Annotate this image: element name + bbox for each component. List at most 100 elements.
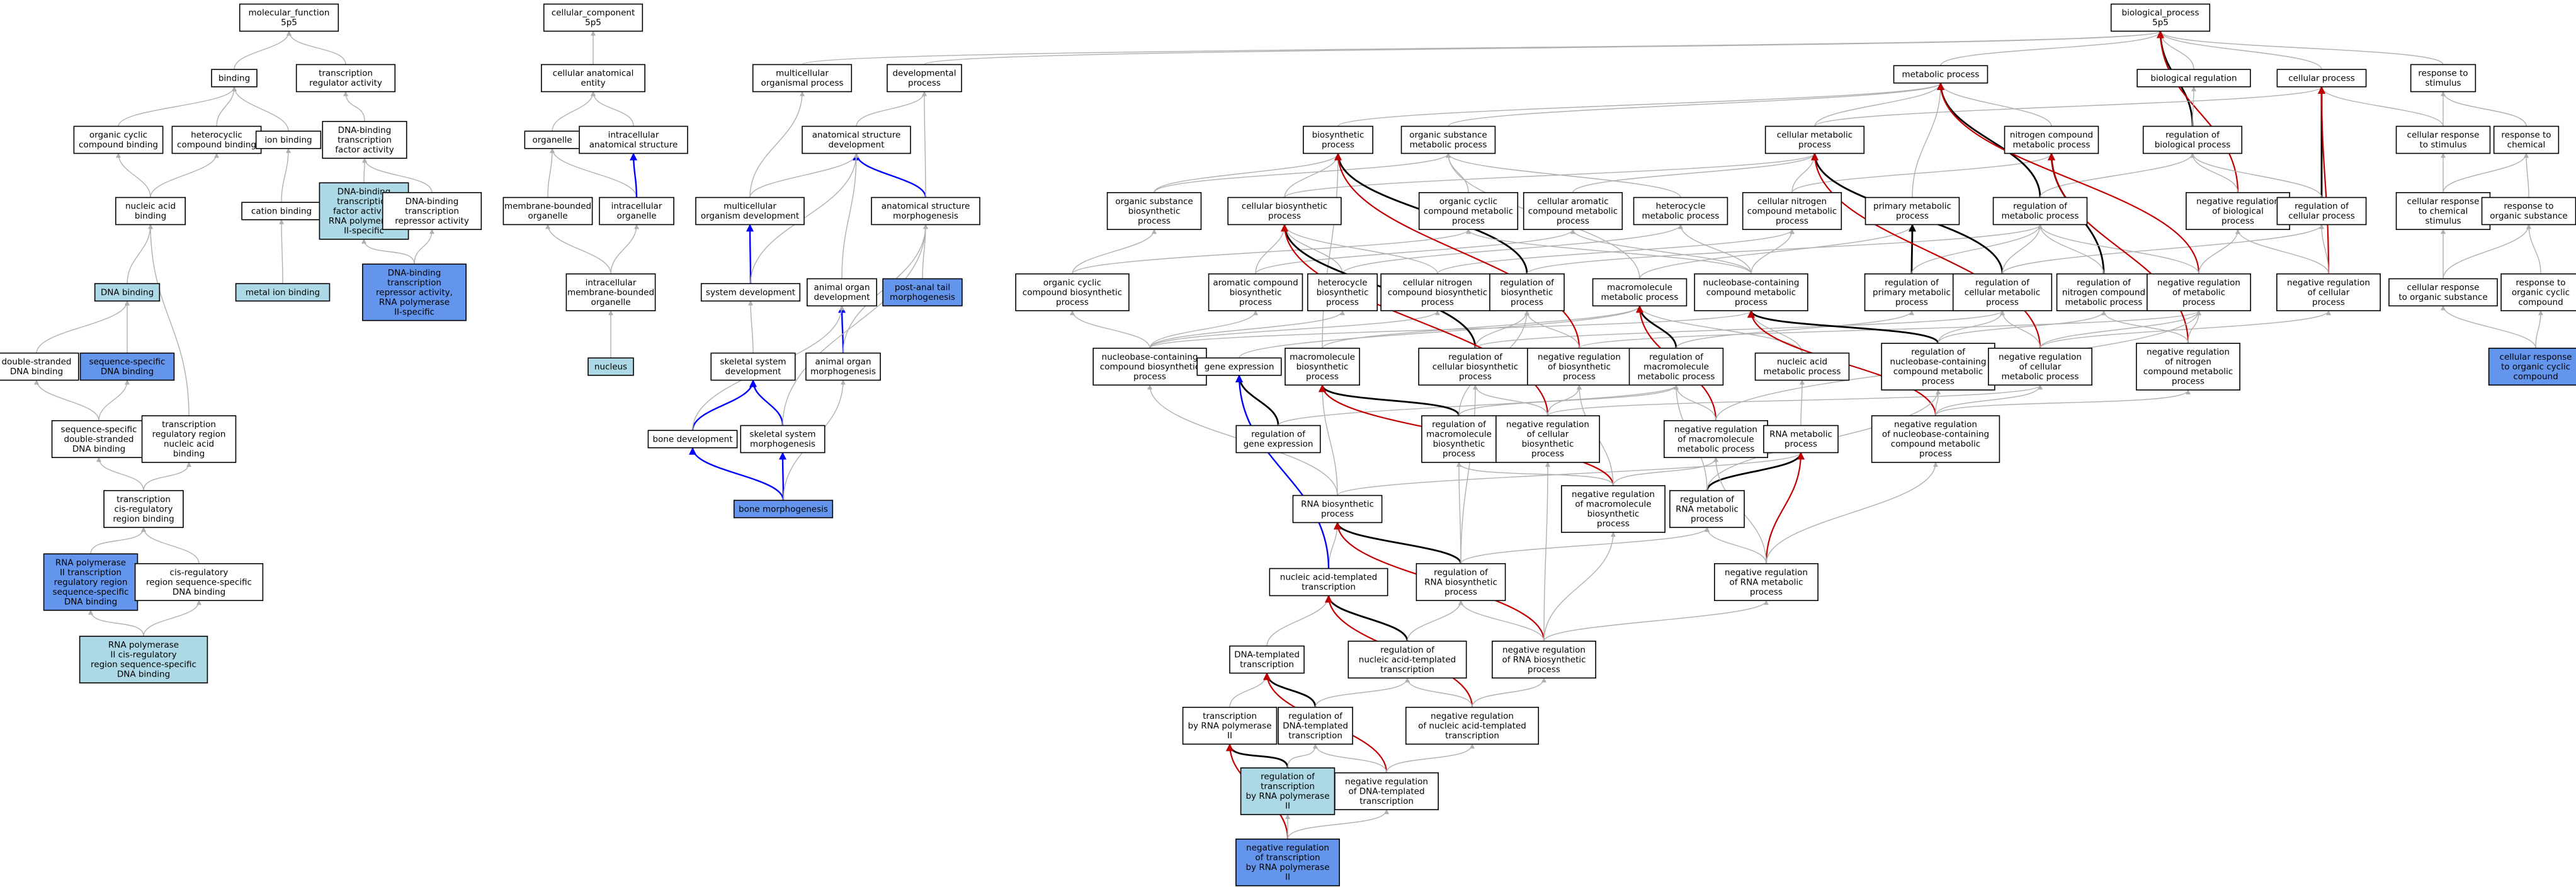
node-label-line: process	[1443, 449, 1475, 459]
node-box	[73, 125, 164, 154]
node-label-line: process	[2172, 377, 2204, 387]
is-a-edge	[1938, 82, 2052, 127]
node-label-line: biosynthetic	[1230, 287, 1282, 297]
node-box	[1864, 197, 1960, 226]
go-term-node-organelle: organelle	[524, 130, 581, 149]
node-label-line: process	[1784, 439, 1817, 449]
is-a-edge	[2443, 224, 2531, 279]
node-box	[235, 283, 331, 302]
node-label-line: process	[2221, 216, 2254, 226]
node-label-line: macromolecule	[1290, 352, 1355, 362]
is-a-edge	[2002, 224, 2324, 275]
is-a-edge	[2235, 229, 2329, 274]
node-label: cation binding	[251, 206, 312, 216]
go-term-node-cation-binding: cation binding	[241, 202, 322, 220]
node-box	[1694, 273, 1808, 312]
node-label-line: to organic substance	[2398, 292, 2487, 302]
node-label-line: organic substance	[2490, 211, 2567, 221]
node-label-line: negative regulation	[1502, 645, 1586, 655]
regulates-edge	[1334, 522, 1462, 564]
is-a-edge	[1446, 152, 1681, 198]
node-label-line: 5p5	[281, 18, 297, 28]
node-box	[1235, 838, 1340, 886]
node-label-line: macromolecule	[1607, 283, 1672, 293]
edge-layer	[34, 30, 2543, 840]
node-box	[2488, 347, 2576, 386]
node-label-line: double-stranded	[64, 434, 133, 444]
is-a-edge	[1938, 310, 2005, 344]
node-box	[2004, 125, 2099, 154]
node-label-line: compound metabolic	[2143, 367, 2233, 377]
is-a-edge	[1072, 229, 1471, 275]
node-label-line: binding	[173, 449, 205, 459]
is-a-edge	[2000, 310, 2041, 348]
node-label-line: regulation of	[1680, 495, 1735, 505]
is-a-edge	[2191, 86, 2196, 127]
node-label-line: RNA polymerase	[55, 558, 126, 568]
is-a-edge	[1322, 152, 1341, 348]
node-box	[0, 352, 79, 381]
is-a-edge	[2040, 152, 2195, 198]
node-box	[1416, 563, 1506, 602]
is-a-edge	[856, 91, 927, 127]
regulates-edge	[1706, 452, 1805, 491]
node-label: DNA binding	[101, 287, 154, 297]
node-label-line: of nucleobase-containing	[1882, 430, 1989, 440]
node-label-line: response to	[2504, 202, 2553, 212]
negatively-regulates-edge	[2318, 86, 2330, 274]
node-box	[1992, 197, 2088, 226]
is-a-edge	[1547, 384, 2043, 416]
is-a-edge	[1940, 30, 2163, 66]
is-a-edge	[1473, 384, 1548, 416]
node-label-line: DNA-templated	[1234, 650, 1300, 660]
go-term-node-nucleus: nucleus	[587, 357, 634, 376]
node-label-line: process	[1306, 372, 1339, 382]
node-box	[103, 489, 184, 529]
is-a-edge	[782, 224, 928, 426]
node-label-line: regulation of	[2295, 202, 2349, 212]
node-box	[1492, 640, 1596, 679]
node-label-line: compound	[2518, 297, 2563, 307]
is-a-edge	[1322, 305, 1642, 349]
node-box	[51, 420, 147, 459]
node-label-line: negative regulation	[2196, 197, 2279, 207]
node-label-line: process	[1986, 297, 2019, 307]
is-a-edge	[1458, 384, 1679, 416]
is-a-edge	[143, 462, 191, 491]
node-label-line: regulation of	[2013, 202, 2068, 212]
node-label-line: nitrogen compound	[2062, 287, 2145, 297]
node-label-line: transcription	[387, 278, 441, 288]
node-label-line: chemical	[2507, 140, 2546, 150]
node-box	[2142, 125, 2243, 154]
is-a-edge	[1613, 457, 1718, 486]
is-a-edge	[88, 609, 144, 637]
node-label: organelle	[532, 135, 572, 145]
node-label-line: compound metabolic	[1891, 439, 1980, 449]
negatively-regulates-edge	[2157, 30, 2239, 193]
node-label-line: regulation of	[1500, 278, 1555, 288]
